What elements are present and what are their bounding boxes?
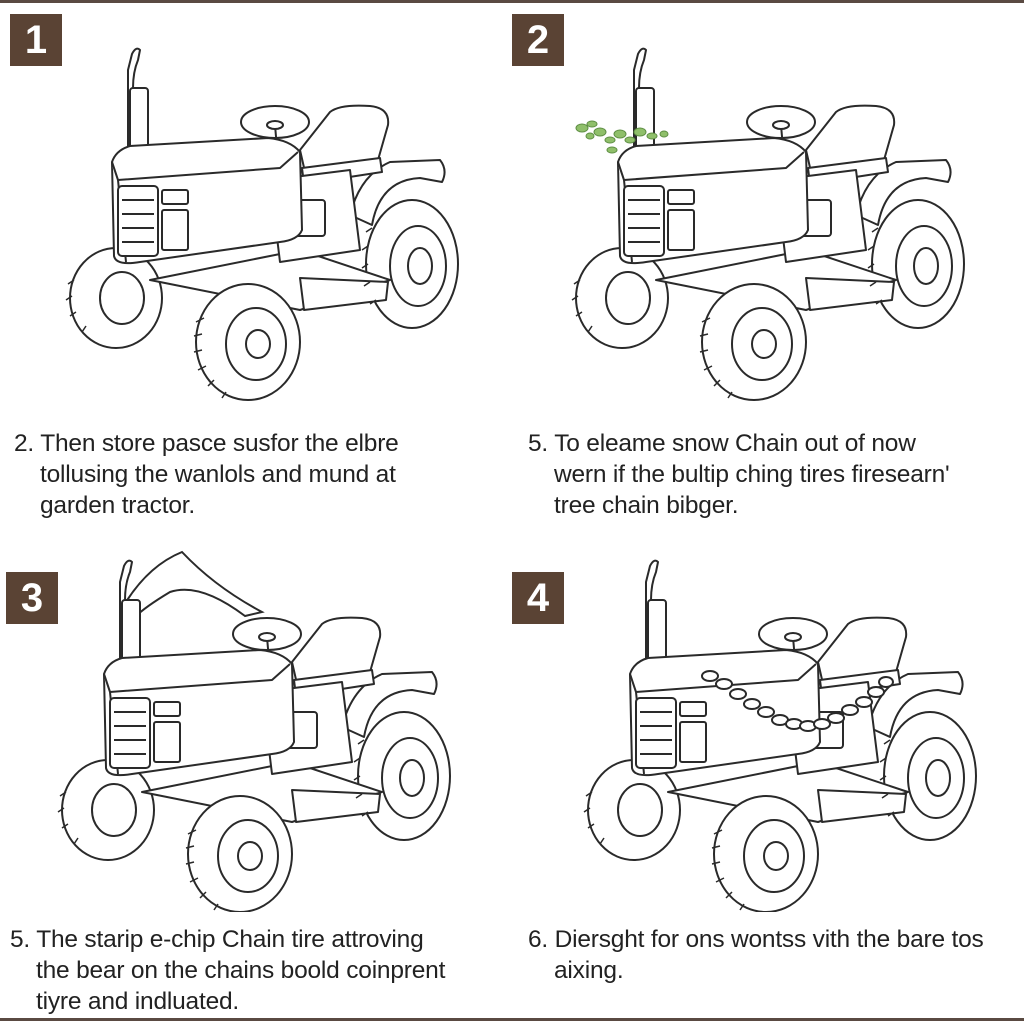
caption-line: tiyre and indluated.: [36, 988, 240, 1015]
step-panel-2: 2 5. To eleame snow Chain out of now wer…: [512, 0, 1024, 519]
caption-line: aixing.: [554, 957, 624, 984]
tractor-illustration: [583, 559, 977, 912]
caption-line: tollusing the wanlols and mund at: [40, 461, 396, 488]
step-number-badge: 3: [6, 572, 58, 624]
caption-line: 6. Diersght for ons wontss vith the bare…: [528, 926, 984, 953]
caption-line: tree chain bibger.: [554, 492, 739, 519]
step-panel-4: 4 6. Diersght for ons wontss vith the ba…: [512, 512, 1024, 1022]
step-number-badge: 2: [512, 14, 564, 66]
caption-line: the bear on the chains boold coinprent: [36, 957, 446, 984]
tractor-illustration: [571, 47, 965, 402]
leaves-icon: [575, 120, 669, 154]
caption-line: wern if the bultip ching tires firesearn…: [554, 461, 950, 488]
caption-line: 2. Then store pasce susfor the elbre: [14, 430, 399, 457]
step-number-badge: 1: [10, 14, 62, 66]
step-caption: 6. Diersght for ons wontss vith the bare…: [528, 924, 984, 986]
tractor-illustration: [57, 550, 451, 912]
step-caption: 5. The starip e-chip Chain tire attrovin…: [10, 924, 445, 1017]
snow-chain-icon: [701, 670, 894, 732]
tractor-illustration: [65, 47, 459, 402]
step-number-badge: 4: [512, 572, 564, 624]
step-panel-1: 1 2. Then store pasce susfor the elbre t…: [0, 0, 512, 519]
caption-line: 5. The starip e-chip Chain tire attrovin…: [10, 926, 424, 953]
step-caption: 2. Then store pasce susfor the elbre tol…: [14, 428, 399, 521]
bottom-border: [0, 1018, 1024, 1021]
cover-sheet-icon: [119, 550, 265, 618]
top-border: [0, 0, 1024, 3]
step-panel-3: 3 5. The starip e-chip Chain tire attrov…: [0, 512, 512, 1022]
caption-line: garden tractor.: [40, 492, 195, 519]
caption-line: 5. To eleame snow Chain out of now: [528, 430, 916, 457]
step-caption: 5. To eleame snow Chain out of now wern …: [528, 428, 950, 521]
